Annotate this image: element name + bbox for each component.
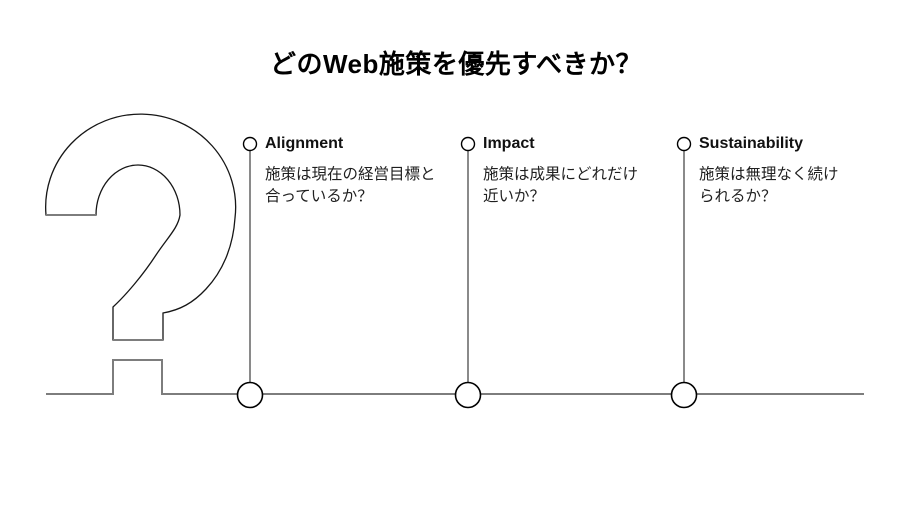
- column-alignment: Alignment 施策は現在の経営目標と 合っているか？: [265, 134, 470, 208]
- milestone-top-circle-icon-1: [242, 136, 258, 152]
- column-description: 施策は成果にどれだけ 近いか？: [483, 166, 639, 205]
- column-label: Alignment: [265, 135, 344, 152]
- milestone-top-circle-icon-2: [460, 136, 476, 152]
- question-mark-outline-icon: [45, 113, 237, 341]
- milestone-node-circle-icon-2: [454, 381, 482, 409]
- milestone-top-circle-icon-3: [676, 136, 692, 152]
- milestone-node-circle-icon-1: [236, 381, 264, 409]
- timeline-baseline: [46, 359, 864, 395]
- column-description: 施策は無理なく続け られるか？: [699, 166, 839, 205]
- milestone-node-circle-icon-3: [670, 381, 698, 409]
- page-title: どのWeb施策を優先すべきか？: [269, 49, 643, 79]
- column-impact: Impact 施策は成果にどれだけ 近いか？: [483, 134, 688, 208]
- column-label: Impact: [483, 135, 535, 152]
- column-sustainability: Sustainability 施策は無理なく続け られるか？: [699, 134, 904, 208]
- column-description: 施策は現在の経営目標と 合っているか？: [265, 166, 436, 205]
- column-label: Sustainability: [699, 135, 804, 152]
